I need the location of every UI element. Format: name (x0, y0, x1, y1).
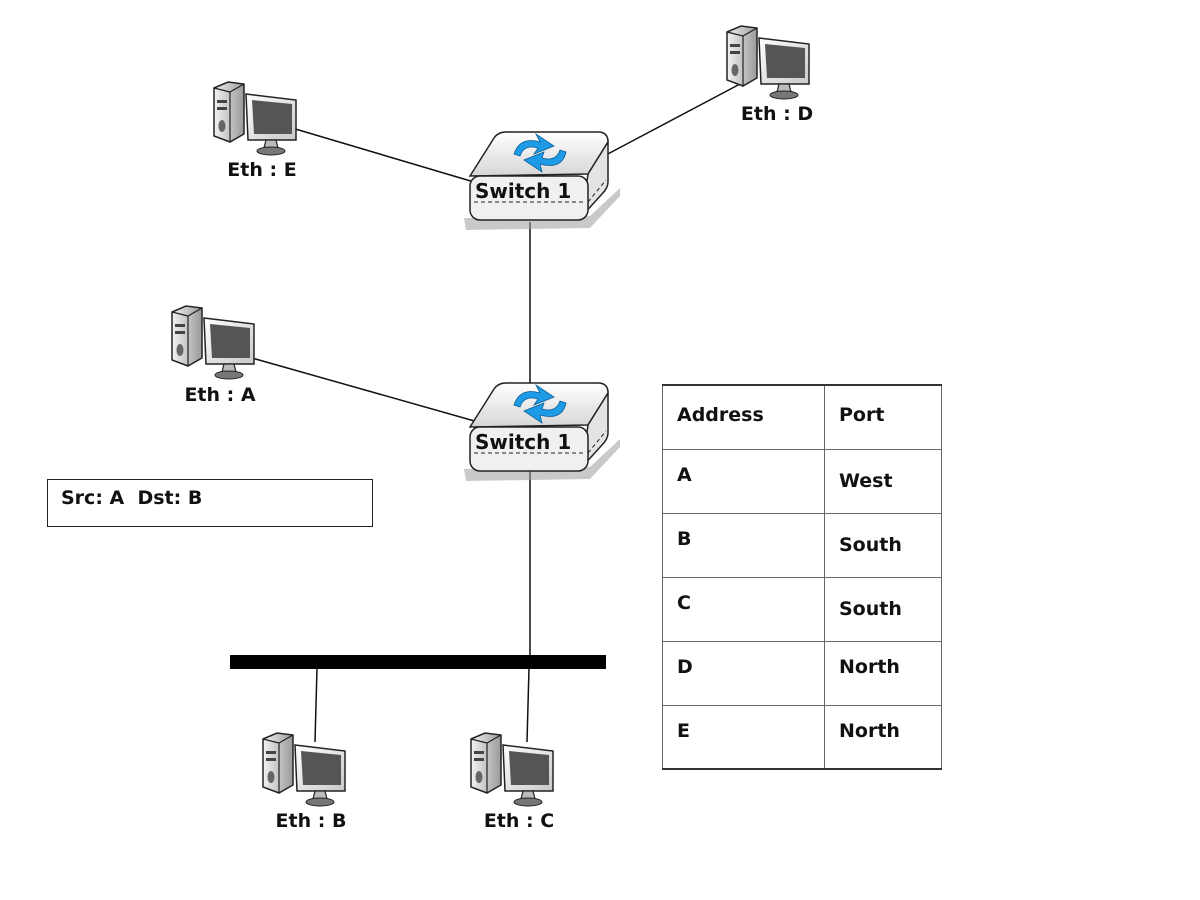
host-e[interactable]: Eth : E (213, 81, 297, 181)
host-b-label: Eth : B (276, 810, 347, 832)
table-cell-address: A (662, 448, 825, 514)
table-header-port: Port (824, 384, 942, 450)
switch-top-label: Switch 1 (475, 179, 571, 203)
table-cell-address: E (662, 704, 825, 770)
host-a[interactable]: Eth : A (171, 305, 256, 406)
link-bus-c (526, 667, 530, 743)
table-cell-address: C (662, 576, 825, 642)
table-row: B South (662, 512, 942, 578)
switch-middle-label: Switch 1 (475, 430, 571, 454)
ethernet-bus (230, 655, 606, 669)
host-b[interactable]: Eth : B (262, 732, 347, 832)
table-cell-port: South (824, 512, 942, 578)
host-e-label: Eth : E (227, 159, 296, 181)
table-cell-address: D (662, 640, 825, 706)
computer-icon (213, 81, 297, 156)
table-cell-port: South (824, 576, 942, 642)
switch-top[interactable]: Switch 1 (463, 131, 621, 231)
frame-src-dst-label: Src: A Dst: B (61, 487, 203, 509)
forwarding-table: Address Port A West B South C South D No… (662, 384, 942, 770)
table-header-address: Address (662, 384, 825, 450)
host-d[interactable]: Eth : D (726, 25, 813, 125)
frame-info-box: Src: A Dst: B (47, 479, 373, 527)
table-cell-port: North (824, 640, 942, 706)
link-e-switch-top (291, 127, 475, 183)
computer-icon (171, 305, 255, 380)
link-d-switch-top (603, 83, 741, 157)
host-c-label: Eth : C (484, 810, 554, 832)
table-row: A West (662, 448, 942, 514)
host-d-label: Eth : D (741, 103, 813, 125)
host-c[interactable]: Eth : C (470, 732, 554, 832)
computer-icon (262, 732, 346, 807)
computer-icon (726, 25, 810, 100)
switch-middle[interactable]: Switch 1 (463, 382, 621, 482)
table-cell-address: B (662, 512, 825, 578)
table-row: E North (662, 704, 942, 770)
link-a-switch-middle (251, 357, 479, 423)
host-a-label: Eth : A (184, 384, 255, 406)
table-row: D North (662, 640, 942, 706)
link-bus-b (314, 667, 318, 743)
table-header-row: Address Port (662, 384, 942, 450)
table-cell-port: West (824, 448, 942, 514)
table-row: C South (662, 576, 942, 642)
table-cell-port: North (824, 704, 942, 770)
computer-icon (470, 732, 554, 807)
